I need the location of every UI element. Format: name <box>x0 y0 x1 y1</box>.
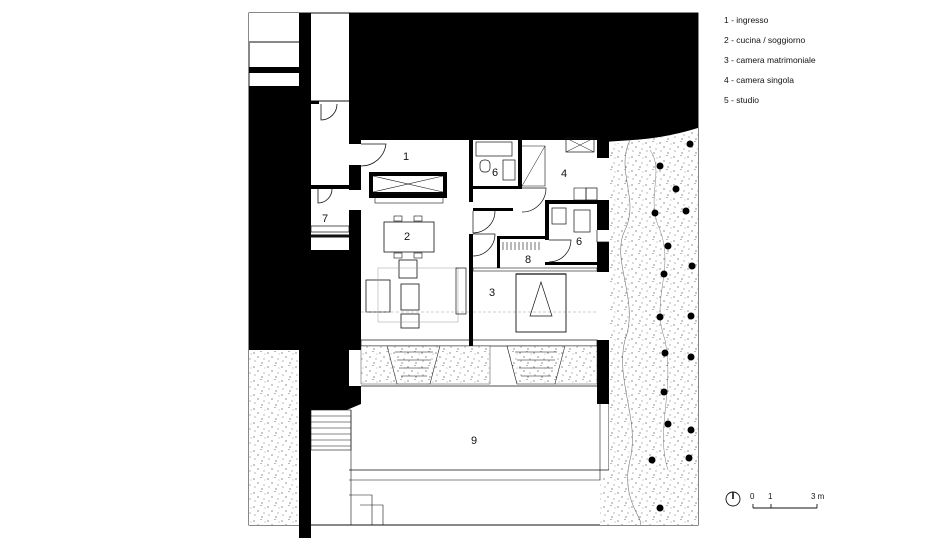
room-label-3: 3 <box>489 287 495 299</box>
room-label-2: 2 <box>404 231 410 243</box>
scale-label-0: 0 <box>750 492 755 501</box>
scale-label-3m: 3 m <box>811 492 825 501</box>
room-label-6a: 6 <box>492 167 498 179</box>
room-label-7: 7 <box>322 213 328 225</box>
legend: 1 - ingresso 2 - cucina / soggiorno 3 - … <box>724 10 816 110</box>
earth-mass-top <box>361 13 698 142</box>
scale-label-1: 1 <box>768 492 773 501</box>
legend-item: 2 - cucina / soggiorno <box>724 35 806 45</box>
north-arrow-icon <box>725 491 741 507</box>
room-label-9: 9 <box>471 435 477 447</box>
room-label-1: 1 <box>403 151 409 163</box>
scale-bar <box>752 504 818 509</box>
legend-item: 4 - camera singola <box>724 75 794 85</box>
room-label-8: 8 <box>525 254 531 266</box>
room-label-4: 4 <box>561 168 567 180</box>
left-block-top <box>249 13 299 43</box>
legend-item: 1 - ingresso <box>724 15 769 25</box>
legend-item: 3 - camera matrimoniale <box>724 55 816 65</box>
tree-dots <box>648 140 696 512</box>
room-label-6b: 6 <box>576 236 582 248</box>
left-mass <box>249 86 299 350</box>
left-wall <box>299 13 311 538</box>
legend-item: 5 - studio <box>724 95 759 105</box>
